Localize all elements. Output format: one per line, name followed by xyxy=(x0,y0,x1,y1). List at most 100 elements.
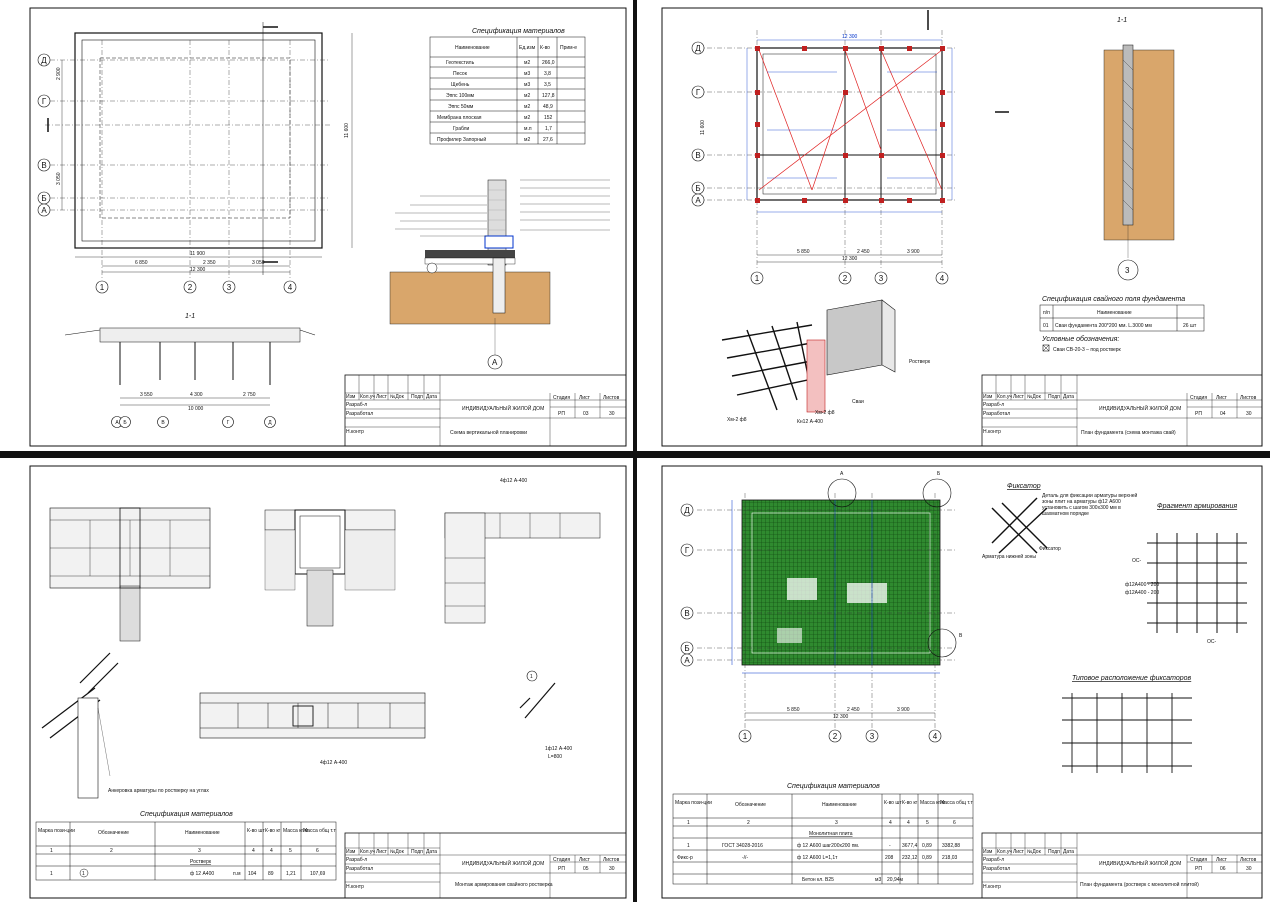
axis-label-d: Д xyxy=(695,44,701,53)
spec-group: Ростверк xyxy=(190,859,212,865)
spec-head: К-во кг xyxy=(902,800,918,806)
axis-label-d: Д xyxy=(684,506,690,515)
spec-cell: м2 xyxy=(524,115,530,121)
axis-label-1: 1 xyxy=(743,732,748,741)
spec-cell: 232,12 xyxy=(902,855,918,861)
spec-cell: 266,0 xyxy=(542,60,555,66)
sheet-title: Монтаж армирования свайного ростверка xyxy=(455,881,553,888)
stamp-sheet-value: 05 xyxy=(583,866,589,872)
stamp-sheets-value: 30 xyxy=(609,866,615,872)
axis-label-a: А xyxy=(695,196,701,205)
stamp-head: Лист xyxy=(376,849,388,855)
stamp-head: Подп xyxy=(1048,394,1060,400)
spec-cell: 1 xyxy=(50,871,53,877)
spec-cell: м2 xyxy=(524,104,530,110)
axis-label-2: 2 xyxy=(843,274,848,283)
section-axis-a: А xyxy=(492,358,498,367)
spec-cell: Песок xyxy=(453,71,468,77)
stamp-head: Кол.уч xyxy=(997,394,1012,400)
stamp-role: Разраб-л xyxy=(983,402,1004,408)
stamp-stage-value: РП xyxy=(558,411,565,417)
stamp-head: Лист xyxy=(376,394,388,400)
fragment-title: Фрагмент армирования xyxy=(1157,503,1237,510)
spec-cell: Эппс 50мм xyxy=(448,104,474,110)
stamp-role: Разработал xyxy=(346,411,373,417)
pile-spec-title: Спецификация свайного поля фундамента xyxy=(1042,295,1185,303)
pile-spec-cell: 26 шт xyxy=(1183,323,1197,329)
spec-cell: 3,5 xyxy=(544,82,551,88)
spec-cell: 1 xyxy=(82,871,85,877)
spec-head: Марка пози-ции xyxy=(38,828,75,834)
sec-dim-2: 4 300 xyxy=(190,392,203,398)
axis-label-2: 2 xyxy=(188,283,193,292)
stamp-sheets: Листов xyxy=(1240,857,1257,863)
stamp-head: Дата xyxy=(1063,849,1074,855)
stamp-sheet-value: 04 xyxy=(1220,411,1226,417)
spec-head: Наименование xyxy=(185,830,220,836)
title-block: Изм Кол.уч Лист №Док Подп Дата Разраб-л … xyxy=(981,832,1263,899)
note-rebar-1: 4ф12 А-400 xyxy=(320,760,347,766)
spec-cell: Эппс 100мм xyxy=(446,93,475,99)
slab-dim-total: 12 300 xyxy=(833,714,849,720)
viewport-divider-horizontal xyxy=(0,451,1270,458)
spec-head: К-во шт xyxy=(884,800,902,806)
spec-concrete-unit: м3 xyxy=(875,877,881,883)
axis-label-b: Б xyxy=(695,184,700,193)
drawing-sheet-2: 12 300 5 850 2 450 3 900 12 300 11 600 Д… xyxy=(661,7,1263,447)
label-rebar-2: Хм-2 ф8 xyxy=(727,417,747,423)
spec-cell: 218,03 xyxy=(942,855,958,861)
spec-cell: 1,21 xyxy=(286,871,296,877)
axis-label-v: В xyxy=(684,609,689,618)
spec-cell: Грабли xyxy=(453,126,470,132)
dim-span-3: 3 050 xyxy=(252,260,265,266)
stamp-stage: Стадия xyxy=(1190,395,1207,401)
label-rebar-3: Хм-2 ф8 xyxy=(815,410,835,416)
spec-cell: 48,9 xyxy=(543,104,553,110)
stamp-role: Н.контр xyxy=(983,429,1001,435)
dim-height: 11 600 xyxy=(344,123,350,138)
project-name: ИНДИВИДУАЛЬНЫЙ ЖИЛОЙ ДОМ xyxy=(1099,404,1181,412)
sheet-monolithic-slab: А Б В 5 850 2 450 3 900 12 300 Д Г В Б А… xyxy=(637,458,1270,902)
spec-head: Масса кг/м xyxy=(283,828,309,834)
axis-label-1: 1 xyxy=(100,283,105,292)
sec-axis: В xyxy=(161,420,165,426)
stamp-role: Разраб-л xyxy=(346,857,367,863)
stamp-sheet: Лист xyxy=(579,395,591,401)
spec-cell: м2 xyxy=(524,137,530,143)
spec-num: 6 xyxy=(953,820,956,826)
stamp-role: Разраб-л xyxy=(346,402,367,408)
stamp-head: Изм xyxy=(346,394,356,400)
spec-num: 5 xyxy=(926,820,929,826)
stamp-sheets-value: 30 xyxy=(609,411,615,417)
spec-cell: м3 xyxy=(524,82,530,88)
plan-dim-height: 11 600 xyxy=(700,120,706,135)
spec-cell: - xyxy=(889,843,891,849)
spec-num: 1 xyxy=(50,848,53,854)
spec-cell: 1,7 xyxy=(545,126,552,132)
stamp-sheets: Листов xyxy=(603,857,620,863)
plan-dim-top: 12 300 xyxy=(842,34,858,40)
spec-cell: 1 xyxy=(687,843,690,849)
slab-dim-2: 2 450 xyxy=(847,707,860,713)
rebar-cage-3d xyxy=(721,321,818,411)
stamp-head: Дата xyxy=(1063,394,1074,400)
axis-label-a: А xyxy=(41,206,47,215)
stamp-head: Изм xyxy=(983,394,993,400)
title-block: Изм Кол.уч Лист №Док Подп Дата Разраб-л … xyxy=(344,374,627,447)
stamp-head: Изм xyxy=(983,849,993,855)
fragment-axis-top: ОС- xyxy=(1132,558,1142,564)
dim-total-axes: 12 300 xyxy=(190,267,206,273)
spec-cell: 27,6 xyxy=(543,137,553,143)
spec-cell: Профилер Запорный xyxy=(437,136,486,143)
sheet-title: План фундамента (ростверк с монолитной п… xyxy=(1080,881,1199,888)
stamp-role: Разработал xyxy=(346,866,373,872)
spec-cell: 3382,88 xyxy=(942,843,960,849)
axis-label-d: Д xyxy=(41,56,47,65)
spec-cell: Щебень xyxy=(451,82,470,88)
axis-label-4: 4 xyxy=(940,274,945,283)
spec-cell: 152 xyxy=(544,115,553,121)
plan-dim-2: 2 450 xyxy=(857,249,870,255)
spec-head: Масса общ т.т xyxy=(940,800,973,806)
fragment-axis-bottom: ОС- xyxy=(1207,639,1217,645)
note-rebar-3: 1ф12 А-400 xyxy=(545,746,572,752)
